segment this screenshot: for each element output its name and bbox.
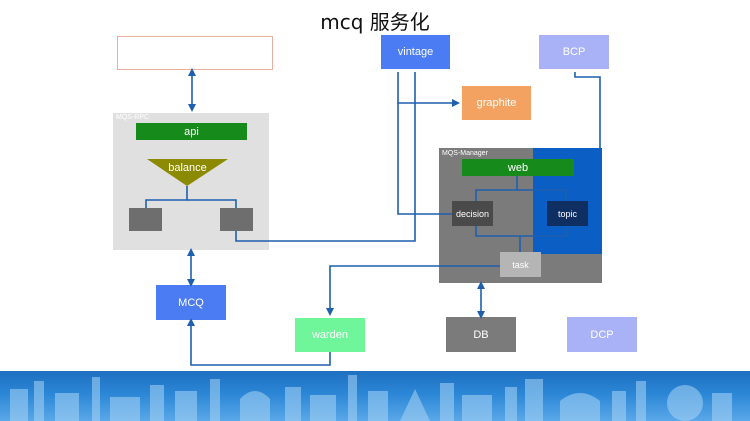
warden-node: warden bbox=[295, 318, 365, 352]
skyline-graphic bbox=[10, 375, 732, 421]
dcp-node: DCP bbox=[567, 317, 637, 352]
web-node-label: web bbox=[507, 161, 529, 174]
slide-title: mcq 服务化 bbox=[320, 10, 430, 34]
balance-node-label: balance bbox=[168, 162, 207, 174]
decision-node-label: decision bbox=[455, 208, 490, 219]
rpc-worker-left bbox=[129, 208, 162, 231]
topic-node: topic bbox=[547, 201, 588, 226]
edge-worker-vintage bbox=[235, 72, 416, 242]
vintage-node-label: vintage bbox=[397, 46, 434, 58]
api-node: api bbox=[136, 123, 247, 140]
edge-web-tree bbox=[475, 176, 518, 201]
api-node-label: api bbox=[184, 125, 199, 138]
edge-balance-tree bbox=[145, 186, 188, 208]
vintage-node: vintage bbox=[381, 35, 450, 69]
edge-bcp-manager bbox=[574, 72, 601, 148]
bcp-node: BCP bbox=[539, 35, 609, 69]
footer-banner bbox=[0, 371, 750, 421]
web-node: web bbox=[462, 159, 574, 176]
empty-node bbox=[117, 36, 273, 70]
db-node: DB bbox=[446, 317, 516, 352]
graphite-node-label: graphite bbox=[476, 97, 517, 109]
edge-dec-topic bbox=[475, 226, 567, 237]
bcp-node-label: BCP bbox=[562, 46, 586, 58]
balance-node: balance bbox=[147, 160, 228, 176]
graphite-node: graphite bbox=[462, 86, 531, 120]
edge-balance-tree-right bbox=[187, 199, 237, 208]
rpc-worker-right bbox=[220, 208, 253, 231]
edge-vintage-graphite bbox=[397, 72, 460, 107]
task-node: task bbox=[500, 252, 541, 277]
topic-node-label: topic bbox=[557, 208, 577, 219]
mcq-node-label: MCQ bbox=[178, 296, 204, 309]
edge-web-tree-right bbox=[517, 189, 567, 201]
edge-task-warden bbox=[326, 265, 500, 316]
edge-warden-mcq bbox=[187, 318, 331, 366]
mqs-manager-label: MQS-Manager bbox=[442, 150, 488, 157]
mcq-node: MCQ bbox=[156, 285, 226, 320]
db-node-label: DB bbox=[473, 328, 489, 341]
dcp-node-label: DCP bbox=[590, 328, 614, 341]
decision-node: decision bbox=[452, 201, 493, 226]
task-node-label: task bbox=[512, 259, 529, 270]
mqs-rpc-label: MQS-RPC bbox=[116, 114, 150, 121]
edge-vintage-decision bbox=[397, 103, 452, 215]
warden-node-label: warden bbox=[311, 329, 349, 341]
